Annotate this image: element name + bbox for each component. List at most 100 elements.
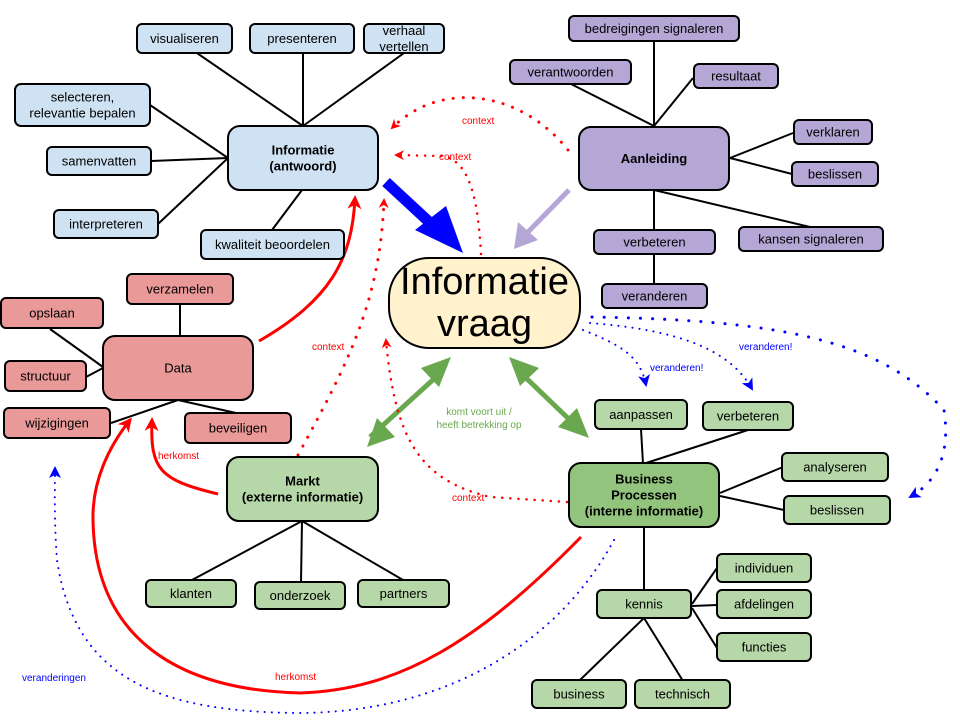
label-context-left: context	[312, 342, 344, 353]
node-verklaren-label: verklaren	[806, 125, 859, 140]
node-samenvatten: samenvatten	[46, 146, 152, 176]
node-functies-box	[716, 632, 812, 662]
node-visualiseren: visualiseren	[136, 23, 233, 54]
node-analyseren: analyseren	[781, 452, 889, 482]
node-aanleiding-box	[578, 126, 730, 191]
node-verzamelen-box	[126, 273, 234, 305]
context-arc-business	[381, 338, 569, 504]
context-arc-markt	[296, 198, 389, 457]
node-verantwoorden-label: verantwoorden	[528, 65, 614, 80]
node-analyseren-box	[781, 452, 889, 482]
node-individuen-label: individuen	[735, 561, 794, 576]
node-structuur-label: structuur	[20, 369, 71, 384]
node-presenteren-label: presenteren	[267, 31, 336, 46]
node-aanpassen-label: aanpassen	[609, 407, 673, 422]
node-beveiligen-label: beveiligen	[209, 421, 268, 436]
node-aanpassen-box	[594, 399, 688, 430]
node-interpreteren: interpreteren	[53, 209, 159, 239]
node-selecteren-box	[14, 83, 151, 127]
node-kansen-signaleren-box	[738, 226, 884, 252]
blue-arrow-informatie-to-vraag	[382, 177, 463, 253]
node-opslaan-label: opslaan	[29, 306, 75, 321]
node-presenteren-box	[249, 23, 355, 54]
node-afdelingen-box	[716, 589, 812, 619]
node-data: Data	[102, 335, 254, 401]
node-structuur: structuur	[4, 360, 87, 392]
node-informatie-vraag-label: Informatie	[400, 261, 569, 303]
label-komt-voort-2: heeft betrekking op	[436, 420, 521, 431]
node-structuur-box	[4, 360, 87, 392]
node-analyseren-label: analyseren	[803, 460, 867, 475]
node-afdelingen: afdelingen	[716, 589, 812, 619]
node-bedreigingen-signaleren-label: bedreigingen signaleren	[585, 21, 724, 36]
node-informatie-vraag-label: vraag	[437, 303, 532, 345]
label-context-top: context	[462, 116, 494, 127]
node-interpreteren-box	[53, 209, 159, 239]
green-arrow-vraag-markt	[367, 357, 451, 447]
node-verantwoorden: verantwoorden	[509, 59, 632, 85]
node-business-processen-label: Business	[615, 472, 673, 487]
node-kennis: kennis	[596, 589, 692, 619]
node-beveiligen: beveiligen	[184, 412, 292, 444]
label-context-bottom: context	[452, 493, 484, 504]
node-kennis-label: kennis	[625, 597, 663, 612]
node-markt-box	[226, 456, 379, 522]
node-technisch-label: technisch	[655, 687, 710, 702]
node-partners-label: partners	[380, 586, 428, 601]
node-beslissen-business-box	[783, 495, 891, 525]
node-kansen-signaleren-label: kansen signaleren	[758, 232, 864, 247]
node-verklaren-box	[793, 119, 873, 145]
node-markt: Markt(externe informatie)	[226, 456, 379, 522]
node-kwaliteit-beoordelen-box	[200, 229, 345, 260]
lavender-arrow-aanleiding-to-vraag	[514, 188, 571, 249]
node-verbeteren-aanleiding-label: verbeteren	[623, 235, 685, 250]
connectors	[49, 41, 811, 682]
node-samenvatten-label: samenvatten	[62, 154, 136, 169]
label-herkomst-data: herkomst	[158, 451, 199, 462]
node-presenteren: presenteren	[249, 23, 355, 54]
node-wijzigingen: wijzigingen	[3, 407, 111, 439]
node-business-processen-label: (interne informatie)	[585, 504, 703, 519]
node-veranderen-aanleiding-label: veranderen	[622, 289, 688, 304]
node-functies-label: functies	[742, 640, 787, 655]
node-resultaat: resultaat	[693, 63, 779, 89]
node-onderzoek: onderzoek	[254, 581, 346, 610]
node-verklaren: verklaren	[793, 119, 873, 145]
node-onderzoek-label: onderzoek	[270, 588, 331, 603]
herkomst-business-to-data	[91, 417, 583, 695]
node-informatie-box	[227, 125, 379, 191]
node-business-box	[531, 679, 627, 709]
node-business-processen-box	[568, 462, 720, 528]
node-interpreteren-label: interpreteren	[69, 217, 143, 232]
node-verzamelen-label: verzamelen	[146, 282, 213, 297]
node-aanleiding-label: Aanleiding	[621, 151, 688, 166]
node-resultaat-box	[693, 63, 779, 89]
node-verhaal-vertellen-box	[363, 23, 445, 54]
node-verhaal-vertellen-label: vertellen	[379, 39, 428, 54]
relation-labels: context context context context herkomst…	[22, 116, 792, 684]
node-markt-label: (externe informatie)	[242, 490, 363, 505]
node-beslissen-aanleiding-box	[791, 161, 879, 187]
node-verzamelen: verzamelen	[126, 273, 234, 305]
node-afdelingen-label: afdelingen	[734, 597, 794, 612]
node-selecteren-label: selecteren,	[51, 90, 115, 105]
node-business-processen-label: Processen	[611, 488, 677, 503]
node-visualiseren-label: visualiseren	[150, 31, 219, 46]
veranderen-to-beslissen	[590, 315, 948, 499]
node-informatie-vraag-box	[388, 257, 581, 349]
node-individuen-box	[716, 553, 812, 583]
node-business: business	[531, 679, 627, 709]
green-arrow-vraag-business	[509, 357, 589, 438]
node-verantwoorden-box	[509, 59, 632, 85]
label-komt-voort-1: komt voort uit /	[446, 407, 512, 418]
node-markt-label: Markt	[285, 474, 320, 489]
node-data-box	[102, 335, 254, 401]
node-wijzigingen-label: wijzigingen	[24, 416, 89, 431]
node-kennis-box	[596, 589, 692, 619]
node-beslissen-aanleiding: beslissen	[791, 161, 879, 187]
veranderen-to-aanpassen	[582, 329, 650, 387]
